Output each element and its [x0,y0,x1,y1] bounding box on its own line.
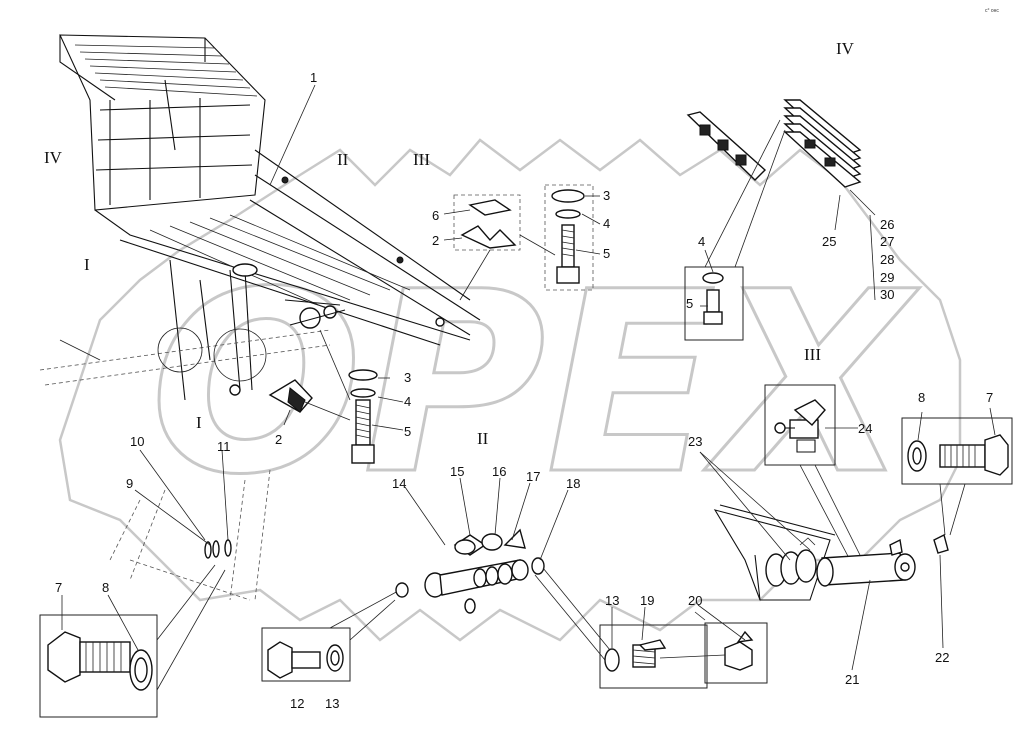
part-number: 27 [880,234,894,249]
part-number: 2 [432,233,439,248]
bolt-box-center [261,582,409,682]
section-label-iv-right: IV [836,39,855,58]
part-number: 5 [686,296,693,311]
detail-group-III-right [764,384,861,561]
pivot-pin-assembly [713,504,916,601]
part-number: 15 [450,464,464,479]
fitting-boxes [599,611,768,689]
bolt-box-right [901,417,1013,554]
watermark-text: OPEX [150,238,920,529]
part-number-labels: 1 6 2 3 4 5 4 5 25 26 27 28 29 30 3 4 5 … [55,70,993,711]
section-label-i-left: I [84,255,90,274]
leader-lines [61,84,996,671]
part-number: 11 [217,439,231,454]
section-label-i-bottom: I [196,413,202,432]
part-number: 3 [603,188,610,203]
bolt-box-left [39,539,232,718]
part-number: 9 [126,476,133,491]
section-label-iii-top: III [413,150,430,169]
part-number: 7 [986,390,993,405]
section-label-iv-left: IV [44,148,63,167]
section-label-iii-right: III [804,345,821,364]
part-number: 20 [688,593,702,608]
part-number: 17 [526,469,540,484]
part-number: 2 [275,432,282,447]
part-number: 4 [404,394,411,409]
part-number: 8 [918,390,925,405]
section-label-ii-bottom: II [477,429,489,448]
part-number: 5 [603,246,610,261]
part-number: 18 [566,476,580,491]
part-number: 6 [432,208,439,223]
watermark: OPEX [58,138,962,642]
part-number: 25 [822,234,836,249]
part-number: 24 [858,421,872,436]
part-number: 16 [492,464,506,479]
dump-body-drawing [39,34,481,601]
detail-group-III-top [453,184,594,301]
part-number: 26 [880,217,894,232]
shaft-assembly [424,528,611,661]
corner-mark: с° онс [985,8,999,14]
detail-group-IV [684,99,876,341]
part-number: 28 [880,252,894,267]
part-number: 4 [698,234,705,249]
part-number: 13 [325,696,339,711]
part-number: 14 [392,476,406,491]
part-number: 29 [880,270,894,285]
part-number: 4 [603,216,610,231]
section-label-ii-top: II [337,150,349,169]
detail-group-I-upper [268,329,378,464]
part-number: 5 [404,424,411,439]
part-number: 8 [102,580,109,595]
part-number: 22 [935,650,949,665]
part-number: 21 [845,672,859,687]
part-number: 23 [688,434,702,449]
part-number: 3 [404,370,411,385]
part-number: 30 [880,287,894,302]
part-number: 12 [290,696,304,711]
part-number: 7 [55,580,62,595]
part-number: 13 [605,593,619,608]
part-number: 1 [310,70,317,85]
part-number: 10 [130,434,144,449]
part-number: 19 [640,593,654,608]
